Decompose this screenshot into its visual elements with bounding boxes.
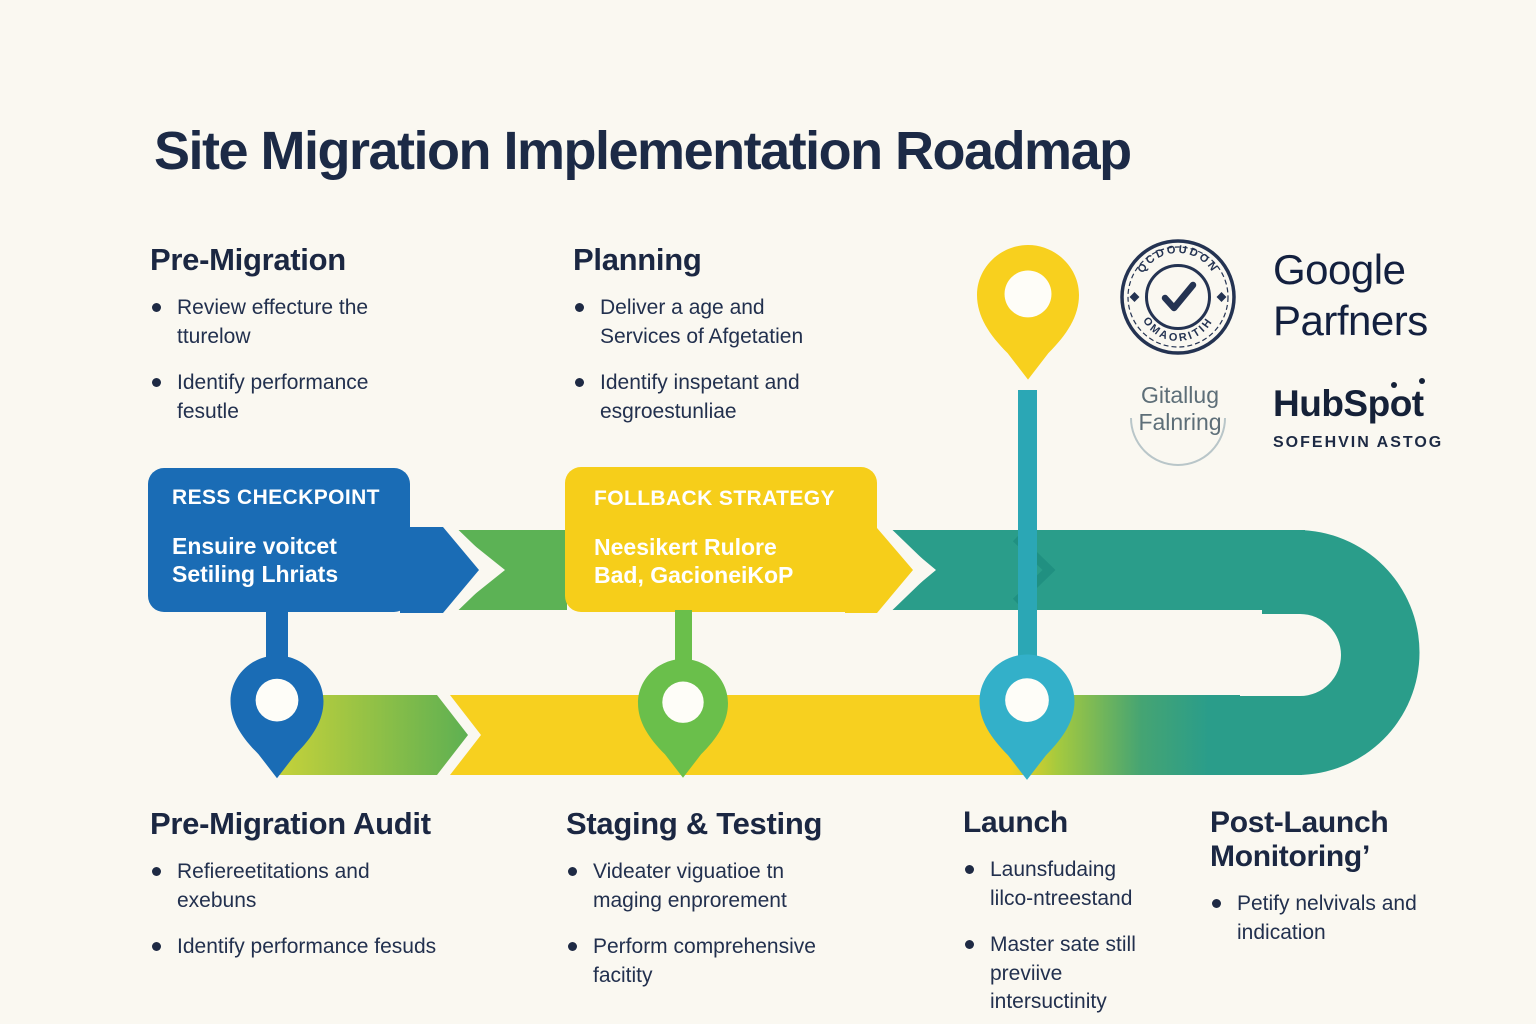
bullet-item: Master sate still previive intersuctinit… [963,931,1155,1017]
google-partners-logo: Google Parfners [1273,244,1428,346]
bullet-item: Identify inspetant and esgroestunliae [573,369,835,426]
upper-band-teal-segment [888,530,1305,610]
light-seal-arc [1130,417,1226,466]
teal-pin-stem [1018,390,1037,708]
callout-line: Neesikert Rulore [594,534,777,560]
lower-band-gradient-segment [1010,695,1302,775]
certified-stamp-badge: QCDOUDON OMAORITIH [1120,239,1236,355]
badge-side-mark-left [1129,292,1140,302]
section-pre-migration-audit: Pre-Migration Audit Refiereetitations an… [150,806,530,980]
section-heading: Pre-Migration Audit [150,806,431,841]
upper-band-green-segment [455,530,567,610]
blue-callout-box [148,468,410,612]
follback-strategy-callout: FOLLBACK STRATEGY Neesikert Rulore Bad, … [594,487,874,589]
bullet-list: Petify nelvivals and indication [1210,890,1450,947]
callout-title: FOLLBACK STRATEGY [594,487,835,510]
roadmap-uturn-inner-gap [1240,614,1341,696]
lower-band-yellow-segment [450,695,1012,775]
light-seal-label: Gitallug Falnring [1110,382,1250,436]
section-pre-migration: Pre-Migration Review effecture the tture… [150,242,480,444]
bullet-item: Review effecture the tturelow [150,294,427,351]
google-logo-line2: Parfners [1273,297,1428,344]
bullet-item: Identify performance fesuds [150,933,447,962]
bullet-list: Review effecture the tturelow Identify p… [150,294,480,426]
hubspot-subtext: SOFEHVIN ASTOG [1273,434,1444,451]
green-pin-stem [675,610,692,668]
section-heading: Post-Launch Monitoring’ [1210,806,1389,873]
section-heading: Pre-Migration [150,242,346,277]
bullet-list: Videater viguatioe tn maging enprorement… [566,858,906,990]
checkmark-icon [1161,281,1197,312]
page-title: Site Migration Implementation Roadmap [154,121,1132,182]
section-staging-testing: Staging & Testing Videater viguatioe tn … [566,806,906,1008]
section-heading: Launch [963,806,1068,839]
hubspot-logo: HubSpot SOFEHVIN ASTOG [1273,378,1444,452]
hubspot-wordmark: HubSpot [1273,378,1443,425]
section-heading: Planning [573,242,702,277]
ress-checkpoint-callout: RESS CHECKPOINT Ensuire voitcet Setiling… [172,486,442,588]
bullet-list: Launsfudaing lilco-ntreestand Master sat… [963,856,1193,1017]
bullet-item: Deliver a age and Services of Afgetatien [573,294,835,351]
google-logo-line1: Google [1273,246,1406,293]
blue-callout-arrow [400,527,479,613]
bullet-item: Petify nelvivals and indication [1210,890,1437,947]
section-heading: Staging & Testing [566,806,823,841]
section-planning: Planning Deliver a age and Services of A… [573,242,903,444]
lower-band-green-segment [276,695,468,775]
callout-line: Setiling Lhriats [172,561,339,587]
bullet-item: Launsfudaing lilco-ntreestand [963,856,1155,913]
bullet-item: Refiereetitations and exebuns [150,858,447,915]
callout-line: Ensuire voitcet [172,533,337,559]
seal-line2: Falnring [1138,409,1222,435]
bullet-list: Refiereetitations and exebuns Identify p… [150,858,530,962]
seal-line1: Gitallug [1141,382,1219,408]
section-launch: Launch Launsfudaing lilco-ntreestand Mas… [963,806,1193,1024]
callout-line: Bad, GacioneiKoP [594,562,794,588]
bullet-list: Deliver a age and Services of Afgetatien… [573,294,903,426]
hubspot-sprocket-dot-icon [1419,378,1425,384]
yellow-map-pin-icon [977,245,1079,380]
bullet-item: Videater viguatioe tn maging enprorement [566,858,858,915]
yellow-callout-box [565,467,877,612]
badge-side-mark-right [1216,292,1227,302]
bullet-item: Perform comprehensive facitity [566,933,858,990]
hubspot-sprocket-dot-icon [1391,382,1397,388]
callout-title: RESS CHECKPOINT [172,486,380,509]
bullet-item: Identify performance fesutle [150,369,427,426]
hubspot-name-text: HubSpot [1273,383,1424,424]
yellow-callout-arrow [845,528,913,613]
section-post-launch-monitoring: Post-Launch Monitoring’ Petify nelvivals… [1210,806,1450,965]
blue-pin-stem [266,604,288,666]
